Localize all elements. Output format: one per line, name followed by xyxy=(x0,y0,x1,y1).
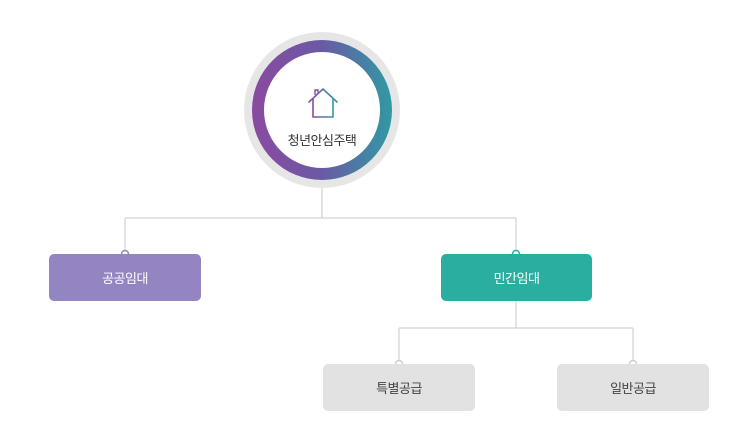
node-public-rental[interactable]: 공공임대 xyxy=(49,254,201,301)
node-general-supply[interactable]: 일반공급 xyxy=(557,364,709,411)
root-gradient-ring: 청년안심주택 xyxy=(252,40,392,180)
house-icon xyxy=(308,88,338,118)
node-private-rental[interactable]: 민간임대 xyxy=(441,254,592,301)
node-special-supply[interactable]: 특별공급 xyxy=(323,364,475,411)
root-core: 청년안심주택 xyxy=(264,52,380,168)
root-label: 청년안심주택 xyxy=(287,134,357,149)
root-node: 청년안심주택 xyxy=(244,32,400,188)
